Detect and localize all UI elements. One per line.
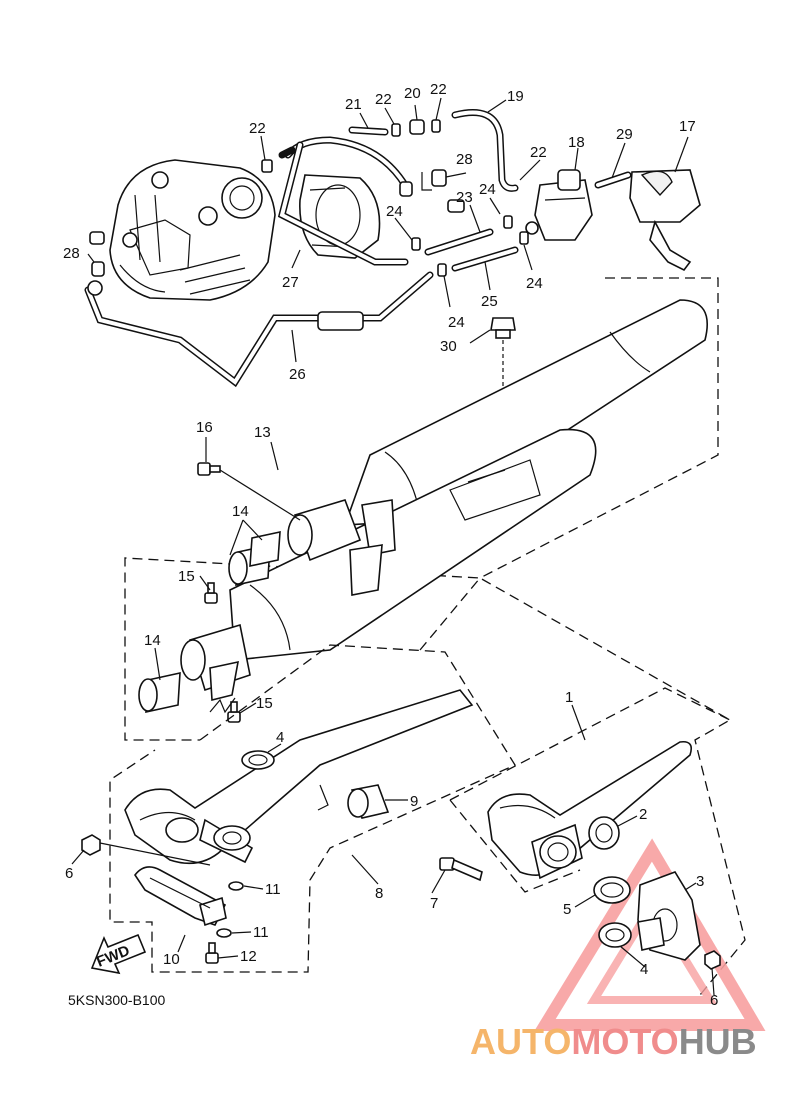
callout-22: 22	[430, 81, 447, 98]
watermark-text: AUTOMOTOHUB	[470, 1021, 757, 1062]
bolt-15-upper	[204, 582, 218, 604]
gasket-4-rear	[598, 917, 665, 951]
callout-5: 5	[563, 901, 571, 918]
fitting-28-left	[91, 261, 105, 277]
watermark-part-a: AUTOMOTOHUB	[470, 1021, 757, 1062]
hose-19	[451, 109, 519, 192]
protector-10	[134, 866, 227, 927]
callout-27: 27	[282, 274, 299, 291]
callout-19: 19	[507, 88, 524, 105]
reed-valve-box-17	[629, 169, 701, 272]
muffler-boundary-13	[124, 277, 719, 741]
hose-25	[451, 246, 519, 272]
callout-25: 25	[481, 293, 498, 310]
bolt-7	[439, 857, 483, 882]
hose-29	[594, 171, 632, 189]
hose-27	[277, 136, 409, 266]
fitting-center-left	[399, 181, 413, 197]
callout-14: 14	[144, 632, 161, 649]
hose-23	[424, 228, 494, 256]
fitting-28-center	[431, 169, 447, 187]
leader-lines	[71, 97, 715, 996]
tee-joint	[447, 199, 465, 213]
callout-10: 10	[163, 951, 180, 968]
pipe-assembly-8-boundary	[109, 644, 516, 973]
callout-22: 22	[530, 144, 547, 161]
gasket-2	[588, 816, 620, 850]
callout-24: 24	[448, 314, 465, 331]
washer-11-upper	[228, 881, 244, 891]
callout-15: 15	[256, 695, 273, 712]
clamps-24	[411, 215, 529, 277]
callout-9: 9	[410, 793, 418, 810]
gasket-14-lower	[138, 671, 181, 714]
callout-7: 7	[430, 895, 438, 912]
washer-11-lower	[216, 928, 232, 938]
break-mark	[209, 697, 236, 714]
callout-8: 8	[375, 885, 383, 902]
fwd-arrow-icon: FWD	[90, 933, 147, 975]
callout-28: 28	[456, 151, 473, 168]
fitting-left-upper	[89, 231, 105, 245]
callout-22: 22	[249, 120, 266, 137]
exhaust-pipe-front	[124, 689, 474, 865]
watermark-hub: HUB	[679, 1021, 757, 1062]
callout-21: 21	[345, 96, 362, 113]
callout-24: 24	[386, 203, 403, 220]
callout-22: 22	[375, 91, 392, 108]
muffler-lower	[229, 428, 597, 661]
callout-15: 15	[178, 568, 195, 585]
callout-numbers: 21 22 20 22 19 22 28 22 18 29 17 24 23 2…	[63, 81, 718, 1009]
callout-13: 13	[254, 424, 271, 441]
callout-1: 1	[565, 689, 573, 706]
callout-24: 24	[526, 275, 543, 292]
callout-28: 28	[63, 245, 80, 262]
watermark-auto: AUTO	[470, 1021, 571, 1062]
pipe-26	[84, 271, 434, 388]
gasket-4-upper	[241, 750, 275, 770]
muffler-joint-upper	[287, 499, 396, 596]
callout-12: 12	[240, 948, 257, 965]
callout-4: 4	[276, 729, 284, 746]
nut-6-rear	[704, 950, 721, 970]
callout-11: 11	[253, 924, 269, 941]
callout-14: 14	[232, 503, 249, 520]
callout-30: 30	[440, 338, 457, 355]
callout-16: 16	[196, 419, 213, 436]
callout-18: 18	[568, 134, 585, 151]
pipe-assembly-1-boundary	[419, 577, 746, 996]
bolt-16	[197, 462, 301, 521]
callout-2: 2	[639, 806, 647, 823]
gasket-9	[347, 784, 390, 819]
hose-21-and-clamps	[261, 119, 441, 173]
nut-6-left	[81, 834, 211, 866]
bolt-15-lower	[227, 701, 241, 723]
muffler-joint-lower	[180, 623, 251, 702]
callout-29: 29	[616, 126, 633, 143]
bracket-small	[421, 172, 432, 191]
air-cut-valve-18	[525, 169, 593, 241]
callout-3: 3	[696, 873, 704, 890]
callout-26: 26	[289, 366, 306, 383]
bolt-12	[205, 942, 219, 964]
callout-17: 17	[679, 118, 696, 135]
callout-6: 6	[710, 992, 718, 1009]
callout-24: 24	[479, 181, 496, 198]
gasket-5	[593, 876, 631, 904]
callout-23: 23	[456, 189, 473, 206]
cylinder-head-illustration	[109, 159, 276, 301]
callout-4: 4	[640, 961, 648, 978]
exhaust-pipe-rear	[487, 740, 693, 880]
gasket-14-upper	[228, 530, 281, 587]
drawing-code: 5KSN300-B100	[68, 992, 166, 1008]
callout-11: 11	[265, 881, 281, 898]
callout-20: 20	[404, 85, 421, 102]
watermark-moto: MOTO	[571, 1021, 678, 1062]
callout-6: 6	[65, 865, 73, 882]
